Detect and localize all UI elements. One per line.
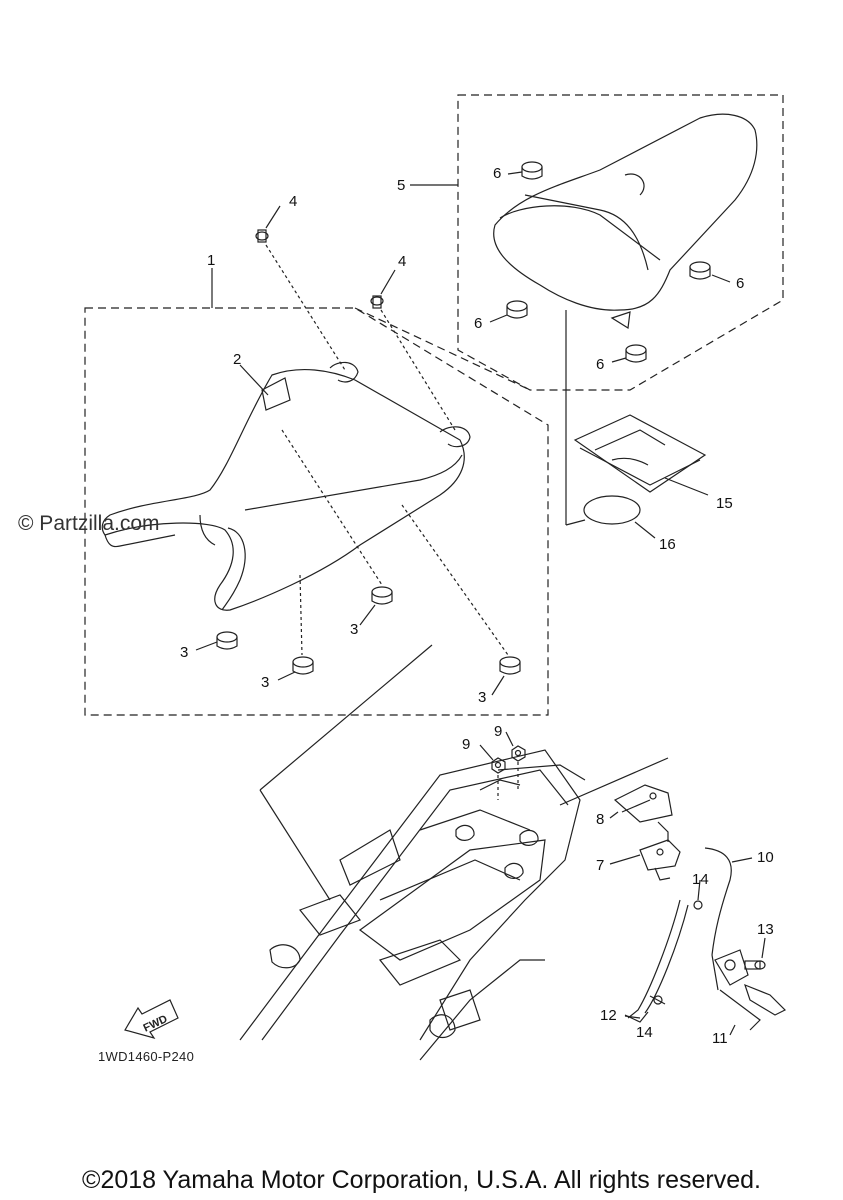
callout-5: 5 <box>397 177 406 194</box>
callout-2: 2 <box>233 351 242 368</box>
damper-6d <box>625 344 647 363</box>
callout-3: 3 <box>350 621 359 638</box>
bolt-13 <box>744 960 766 970</box>
rubber-band <box>583 495 641 525</box>
bracket-8 <box>613 784 673 842</box>
nut-9a <box>491 757 506 774</box>
passenger-seat <box>493 113 758 330</box>
screw-14a <box>693 900 703 910</box>
callout-9: 9 <box>494 723 503 740</box>
callout-6: 6 <box>493 165 502 182</box>
bolt-4a <box>255 229 269 243</box>
callout-14: 14 <box>636 1024 653 1041</box>
damper-3a <box>216 631 238 650</box>
callout-6: 6 <box>596 356 605 373</box>
seat-lock <box>639 839 681 881</box>
callout-15: 15 <box>716 495 733 512</box>
rider-seat-group-box <box>84 307 549 716</box>
rider-seat <box>101 361 471 611</box>
callout-3: 3 <box>261 674 270 691</box>
callout-6: 6 <box>736 275 745 292</box>
lock-lever <box>624 899 689 1023</box>
key-cylinder <box>711 949 787 1031</box>
callout-14: 14 <box>692 871 709 888</box>
fwd-label: FWD <box>142 1013 170 1034</box>
callout-1: 1 <box>207 252 216 269</box>
callout-16: 16 <box>659 536 676 553</box>
nut-9b <box>511 745 526 762</box>
callout-3: 3 <box>478 689 487 706</box>
callout-13: 13 <box>757 921 774 938</box>
bolt-4b <box>370 295 384 309</box>
screw-14b <box>649 995 666 1005</box>
callout-3: 3 <box>180 644 189 661</box>
seat-lock-cable <box>704 847 732 956</box>
damper-6b <box>506 300 528 319</box>
callout-10: 10 <box>757 849 774 866</box>
diagram-code: 1WD1460-P240 <box>98 1049 195 1064</box>
callout-12: 12 <box>600 1007 617 1024</box>
callout-11: 11 <box>712 1030 728 1047</box>
watermark: © Partzilla.com <box>18 512 160 535</box>
damper-3c <box>371 586 393 605</box>
callout-9: 9 <box>462 736 471 753</box>
damper-6c <box>689 261 711 280</box>
tool-bag <box>573 414 707 493</box>
callout-7: 7 <box>596 857 605 874</box>
passenger-seat-group-box <box>457 94 784 391</box>
callout-4: 4 <box>398 253 407 270</box>
callout-4: 4 <box>289 193 298 210</box>
callout-8: 8 <box>596 811 605 828</box>
fwd-arrow <box>124 999 179 1040</box>
callout-6: 6 <box>474 315 483 332</box>
rear-frame <box>239 749 586 1061</box>
damper-3d <box>499 656 521 675</box>
damper-3b <box>292 656 314 675</box>
copyright-notice: ©2018 Yamaha Motor Corporation, U.S.A. A… <box>82 1166 761 1194</box>
damper-6a <box>521 161 543 180</box>
